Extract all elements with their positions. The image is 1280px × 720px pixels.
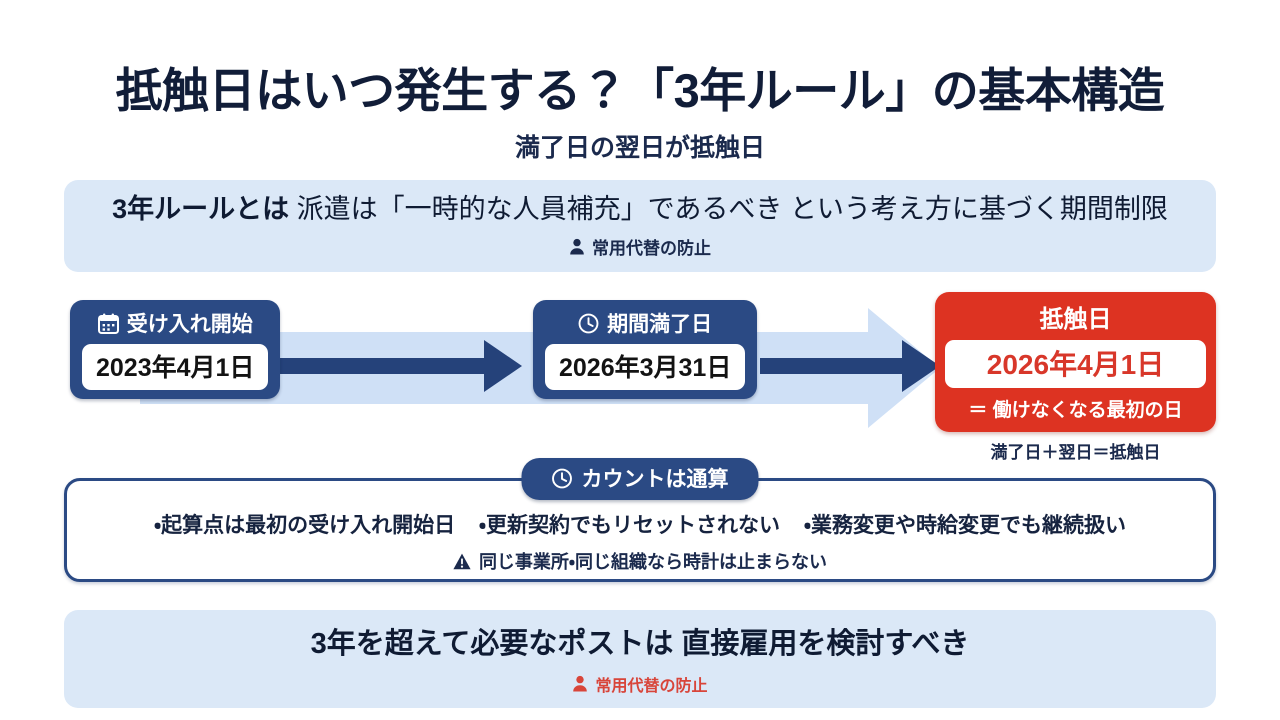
timeline-node-end: 期間満了日 2026年3月31日: [533, 300, 758, 399]
rule-definition-banner: 3年ルールとは 派遣は「一時的な人員補充」であるべき という考え方に基づく期間制…: [64, 180, 1216, 272]
timeline-node-start-label: 受け入れ開始: [126, 313, 253, 336]
timeline-node-start-date: 2023年4月1日: [82, 344, 269, 390]
rule-definition-note-label: 常用代替の防止: [592, 238, 711, 258]
person-icon: [572, 675, 588, 692]
clock-icon: [578, 313, 599, 334]
teishokubi-result-card: 抵触日 2026年4月1日 ＝ 働けなくなる最初の日: [935, 292, 1216, 432]
teishokubi-title: 抵触日: [1039, 306, 1112, 333]
count-rules-note: 同じ事業所・同じ組織なら時計は止まらない: [64, 548, 1216, 574]
page-subtitle: 満了日の翌日が抵触日: [514, 134, 765, 162]
rule-definition-note: 常用代替の防止: [64, 234, 1216, 259]
rule-definition-lead: 3年ルールとは: [112, 194, 290, 224]
warning-icon: [453, 553, 471, 570]
teishokubi-caption: 満了日＋翌日＝抵触日: [990, 443, 1161, 462]
count-rules-badge: カウントは通算: [521, 458, 759, 500]
timeline: 受け入れ開始 2023年4月1日 期間満了日 2026年3月31日: [0, 286, 1280, 446]
timeline-node-start: 受け入れ開始 2023年4月1日: [70, 300, 281, 399]
count-bullet-1: ・起算点は最初の受け入れ開始日: [153, 514, 456, 537]
rule-definition-body: 派遣は「一時的な人員補充」であるべき という考え方に基づく期間制限: [296, 194, 1168, 224]
clock-icon: [552, 468, 573, 489]
timeline-arrow-2: [760, 336, 940, 396]
timeline-node-end-label: 期間満了日: [607, 313, 713, 336]
timeline-node-end-head: 期間満了日: [545, 306, 745, 344]
teishokubi-date: 2026年4月1日: [945, 340, 1206, 388]
timeline-arrow-1: [272, 336, 522, 396]
conclusion-banner: 3年を超えて必要なポストは 直接雇用を検討すべき 常用代替の防止: [64, 610, 1216, 708]
conclusion-text: 3年を超えて必要なポストは 直接雇用を検討すべき: [310, 628, 970, 660]
count-rules-badge-label: カウントは通算: [581, 468, 729, 491]
calendar-icon: [97, 313, 119, 334]
conclusion-note-label: 常用代替の防止: [595, 677, 708, 695]
count-bullet-3: ・業務変更や時給変更でも継続扱い: [803, 514, 1127, 537]
page-title: 抵触日はいつ発生する？「3年ルール」の基本構造: [115, 64, 1165, 117]
timeline-node-end-date: 2026年3月31日: [545, 344, 746, 390]
timeline-node-start-head: 受け入れ開始: [82, 306, 268, 344]
teishokubi-subtext: ＝ 働けなくなる最初の日: [968, 400, 1183, 421]
count-rules-note-label: 同じ事業所・同じ組織なら時計は止まらない: [478, 552, 828, 572]
count-rules-bullets: ・起算点は最初の受け入れ開始日 ・更新契約でもリセットされない ・業務変更や時給…: [64, 509, 1216, 539]
rule-definition-text: 3年ルールとは 派遣は「一時的な人員補充」であるべき という考え方に基づく期間制…: [64, 194, 1216, 225]
count-bullet-2: ・更新契約でもリセットされない: [478, 514, 781, 537]
conclusion-note: 常用代替の防止: [64, 672, 1216, 696]
person-icon: [569, 238, 585, 255]
